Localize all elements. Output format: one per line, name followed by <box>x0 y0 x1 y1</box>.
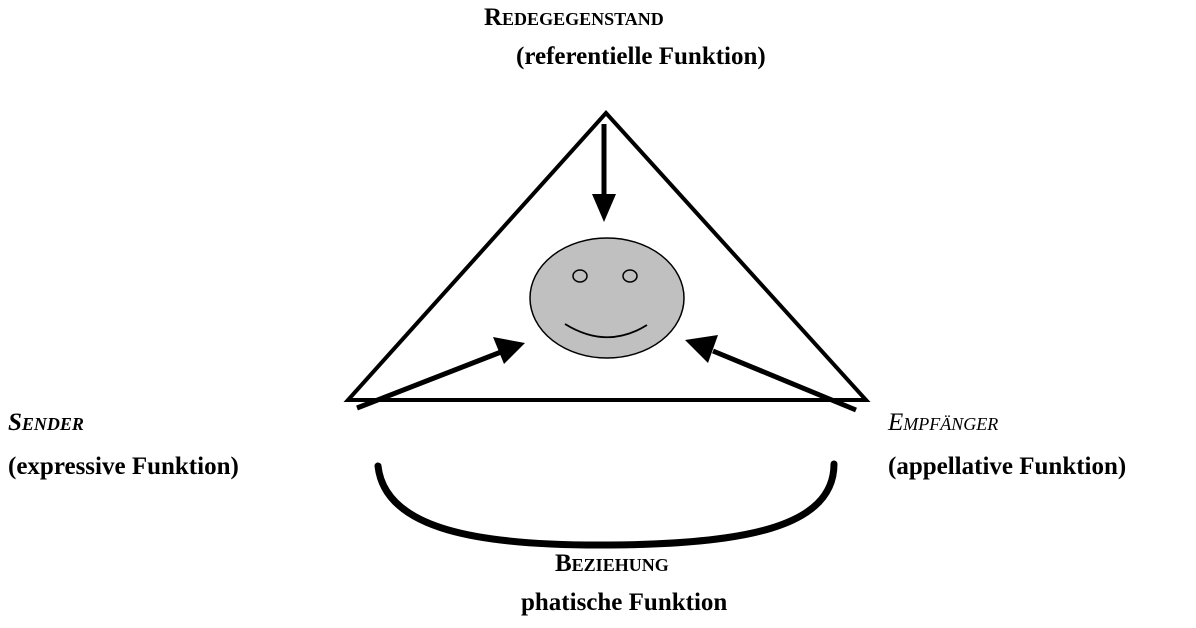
arrow-from-top <box>592 124 616 222</box>
relation-arc <box>374 460 838 549</box>
label-empfaenger: Empfänger <box>888 409 999 436</box>
label-sender: Sender <box>8 409 84 436</box>
label-referentielle-funktion: (referentielle Funktion) <box>516 43 766 70</box>
smile-mouth <box>564 323 648 339</box>
arrow-from-sender <box>356 337 525 411</box>
label-appellative-funktion: (appellative Funktion) <box>888 453 1127 480</box>
arrow-from-receiver <box>685 335 857 413</box>
label-phatische-funktion: phatische Funktion <box>521 589 728 616</box>
label-redegegenstand: Redegegenstand <box>484 4 664 31</box>
smiley-face-icon <box>529 237 685 359</box>
communication-triangle <box>343 110 871 402</box>
label-expressive-funktion: (expressive Funktion) <box>8 453 239 480</box>
left-eye <box>572 269 588 283</box>
right-eye <box>622 269 638 283</box>
label-beziehung: Beziehung <box>555 550 669 577</box>
